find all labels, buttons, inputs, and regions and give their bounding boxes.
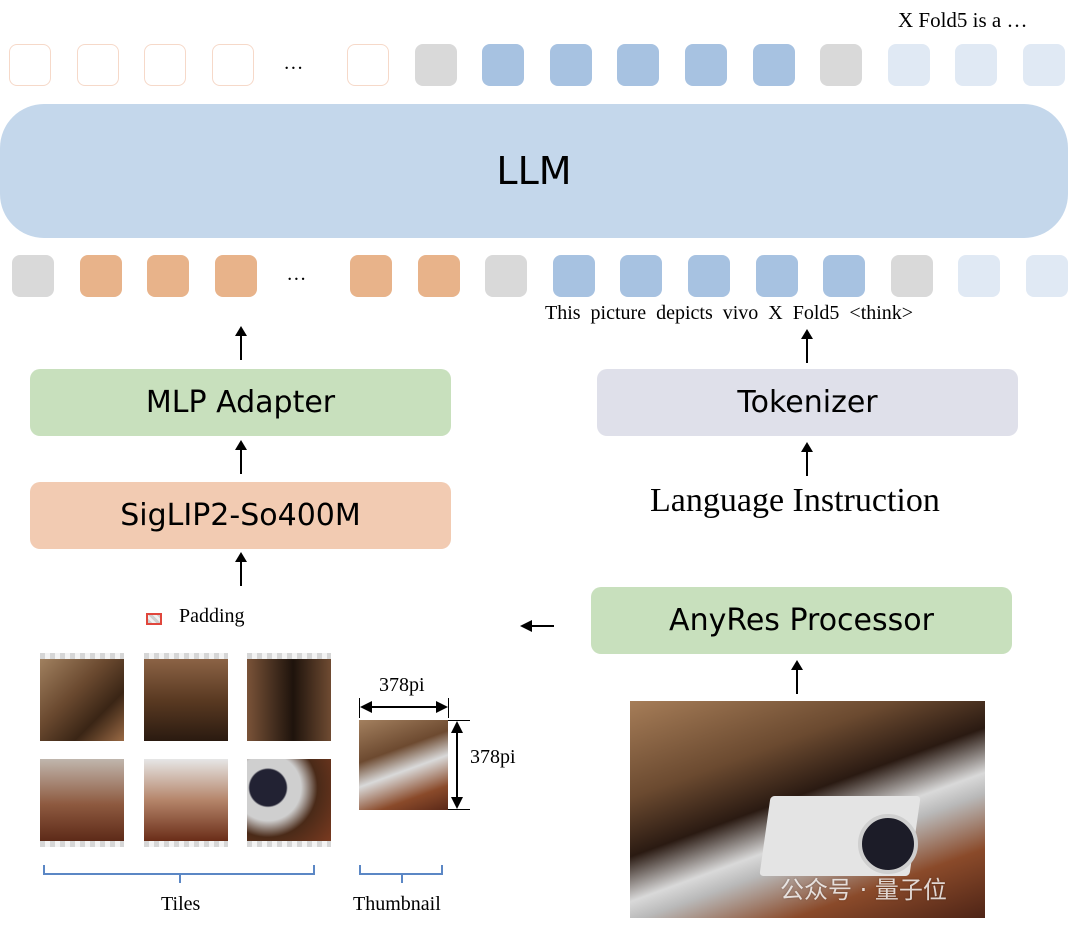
dimension-tick bbox=[448, 809, 470, 810]
dimension-tick bbox=[448, 698, 449, 718]
padding-strip bbox=[144, 841, 228, 847]
llm-block: LLM bbox=[0, 104, 1068, 238]
ellipsis: … bbox=[286, 263, 310, 285]
arrow-adapter-to-tokens bbox=[235, 326, 247, 360]
blue-token bbox=[482, 44, 525, 86]
thumbnail-label: Thumbnail bbox=[353, 893, 441, 915]
outline-token bbox=[76, 44, 119, 86]
input-image bbox=[630, 701, 985, 918]
image-tile bbox=[247, 759, 331, 841]
arrow-encoder-to-adapter bbox=[235, 440, 247, 474]
outline-token bbox=[144, 44, 187, 86]
lightblue-token bbox=[955, 44, 998, 86]
blue-token bbox=[549, 44, 592, 86]
anyres-processor-block: AnyRes Processor bbox=[591, 587, 1012, 654]
arrow-up-head-icon bbox=[451, 721, 463, 733]
thumbnail-image bbox=[359, 720, 448, 810]
mlp-adapter-block: MLP Adapter bbox=[30, 369, 451, 436]
width-dimension-label: 378pi bbox=[379, 674, 425, 696]
language-instruction-label: Language Instruction bbox=[650, 482, 940, 519]
orange-token bbox=[214, 255, 257, 297]
arrow-image-to-anyres bbox=[791, 660, 803, 694]
output-text: X Fold5 is a … bbox=[898, 8, 1028, 32]
padding-strip bbox=[247, 653, 331, 659]
height-dimension-label: 378pi bbox=[470, 746, 516, 768]
arrow-down-head-icon bbox=[451, 797, 463, 809]
lightblue-token bbox=[958, 255, 1001, 297]
blue-token bbox=[617, 44, 660, 86]
gray-token bbox=[414, 44, 457, 86]
thumbnail-bracket bbox=[359, 865, 443, 883]
blue-token bbox=[688, 255, 730, 297]
blue-token bbox=[685, 44, 727, 86]
padding-legend-icon bbox=[146, 613, 162, 625]
mlp-adapter-label: MLP Adapter bbox=[145, 385, 336, 420]
vision-encoder-label: SigLIP2-So400M bbox=[120, 498, 361, 533]
tiles-bracket bbox=[43, 865, 315, 883]
arrow-tiles-to-encoder bbox=[235, 552, 247, 586]
text-tokens-caption: This picture depicts vivo X Fold5 <think… bbox=[545, 302, 914, 324]
arrow-right-head-icon bbox=[436, 701, 448, 713]
lightblue-token bbox=[887, 44, 930, 86]
gray-token bbox=[485, 255, 528, 297]
outline-token bbox=[347, 44, 389, 86]
height-dimension-line bbox=[456, 728, 458, 802]
arrow-tokenizer-to-tokens bbox=[801, 329, 813, 363]
orange-token bbox=[79, 255, 122, 297]
lightblue-token bbox=[1026, 255, 1068, 297]
ellipsis: … bbox=[283, 52, 307, 74]
anyres-processor-label: AnyRes Processor bbox=[669, 603, 934, 638]
outline-token bbox=[211, 44, 254, 86]
camera-module-shape bbox=[858, 814, 918, 874]
llm-label: LLM bbox=[496, 149, 572, 193]
lightblue-token bbox=[1023, 44, 1065, 86]
image-tile bbox=[144, 759, 228, 841]
dimension-tick bbox=[359, 698, 360, 718]
gray-token bbox=[890, 255, 933, 297]
outline-token bbox=[9, 44, 51, 86]
arrow-left-head-icon bbox=[520, 620, 532, 632]
blue-token bbox=[620, 255, 663, 297]
orange-token bbox=[350, 255, 392, 297]
padding-strip bbox=[144, 653, 228, 659]
vision-encoder-block: SigLIP2-So400M bbox=[30, 482, 451, 549]
image-tile bbox=[144, 659, 228, 741]
gray-token bbox=[12, 255, 54, 297]
image-tile bbox=[40, 659, 124, 741]
blue-token bbox=[755, 255, 798, 297]
arrow-anyres-to-tiles bbox=[528, 625, 554, 627]
dimension-tick bbox=[448, 720, 470, 721]
tokenizer-block: Tokenizer bbox=[597, 369, 1018, 436]
watermark: 公众号 · 量子位 bbox=[780, 876, 947, 904]
width-dimension-line bbox=[366, 706, 442, 708]
tiles-label: Tiles bbox=[161, 893, 201, 915]
padding-strip bbox=[40, 653, 124, 659]
blue-token bbox=[552, 255, 595, 297]
image-tile bbox=[247, 659, 331, 741]
orange-token bbox=[417, 255, 460, 297]
blue-token bbox=[823, 255, 866, 297]
tokenizer-label: Tokenizer bbox=[737, 385, 878, 420]
arrow-instruction-to-tokenizer bbox=[801, 442, 813, 476]
gray-token bbox=[820, 44, 863, 86]
blue-token bbox=[752, 44, 795, 86]
orange-token bbox=[147, 255, 190, 297]
padding-legend-label: Padding bbox=[179, 605, 245, 627]
padding-strip bbox=[247, 841, 331, 847]
image-tile bbox=[40, 759, 124, 841]
padding-strip bbox=[40, 841, 124, 847]
arrow-left-head-icon bbox=[360, 701, 372, 713]
